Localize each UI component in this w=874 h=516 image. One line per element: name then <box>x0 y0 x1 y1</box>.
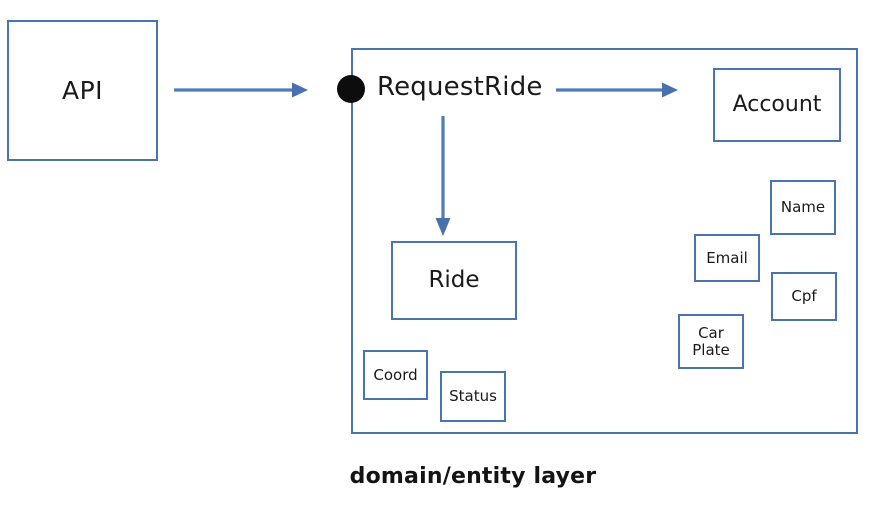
diagram-caption: domain/entity layer <box>349 464 597 489</box>
arrow-requestride-to-ride-icon <box>435 116 451 236</box>
ride-entity-box[interactable]: Ride <box>391 241 517 320</box>
email-value-object-box[interactable]: Email <box>694 234 760 282</box>
cpf-value-object-box[interactable]: Cpf <box>771 272 837 321</box>
api-box[interactable]: API <box>7 20 158 161</box>
requestride-label: RequestRide <box>377 72 543 102</box>
coord-value-object-box[interactable]: Coord <box>363 350 428 400</box>
name-value-object-box[interactable]: Name <box>770 180 836 235</box>
account-entity-box[interactable]: Account <box>713 68 841 142</box>
car-plate-value-object-box[interactable]: Car Plate <box>678 314 744 369</box>
status-value-object-box[interactable]: Status <box>440 371 506 422</box>
arrow-api-to-requestride-icon <box>174 82 308 98</box>
domain-entity-layer-container <box>351 48 858 434</box>
entry-point-dot-icon <box>337 75 365 103</box>
arrow-requestride-to-account-icon <box>556 82 678 98</box>
